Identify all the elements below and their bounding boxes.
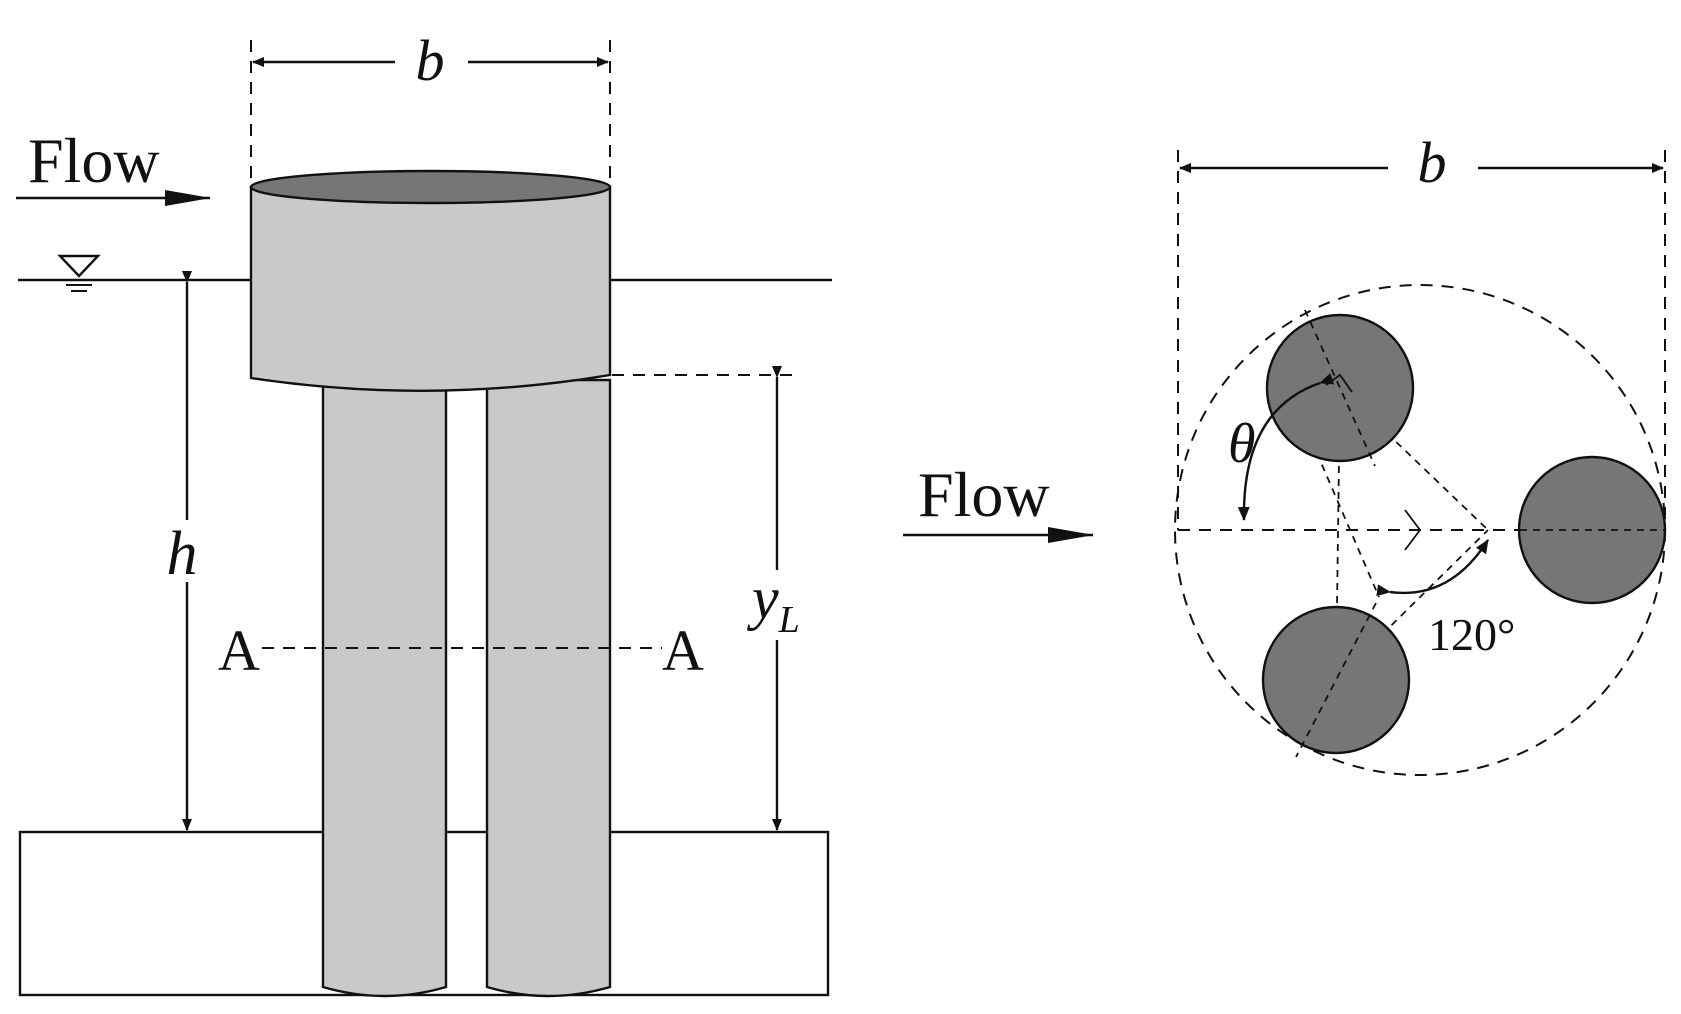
width-label: b — [416, 28, 445, 93]
section-label-left: A — [218, 618, 260, 683]
elevation-view: b Flow h yL A A — [16, 28, 832, 998]
pile-bottom — [1261, 605, 1411, 755]
pile-right — [485, 378, 612, 998]
pile-top-axis — [1304, 309, 1376, 467]
pile-top — [1265, 313, 1415, 463]
section-label-right: A — [662, 618, 704, 683]
pile-cap — [249, 169, 612, 392]
theta-label: θ — [1228, 413, 1256, 475]
angle-120-label: 120° — [1428, 609, 1515, 660]
depth-label: h — [167, 520, 198, 588]
theta-angle-arc — [1237, 373, 1335, 521]
pile-left — [321, 378, 448, 998]
pier-height-label: yL — [746, 565, 800, 641]
plan-view: b Flow θ 120° — [903, 130, 1667, 776]
pile-arrangement-triangle — [1290, 387, 1489, 681]
angle-120-arc — [1376, 539, 1490, 597]
pile-cap-top — [249, 169, 612, 205]
pile-bottom-axis — [1295, 602, 1377, 758]
flow-label-plan: Flow — [918, 459, 1050, 530]
water-surface-icon — [57, 254, 101, 292]
pier-height-subscript: L — [778, 599, 800, 641]
flow-label-elevation: Flow — [28, 125, 160, 196]
plan-width-label: b — [1418, 130, 1447, 195]
